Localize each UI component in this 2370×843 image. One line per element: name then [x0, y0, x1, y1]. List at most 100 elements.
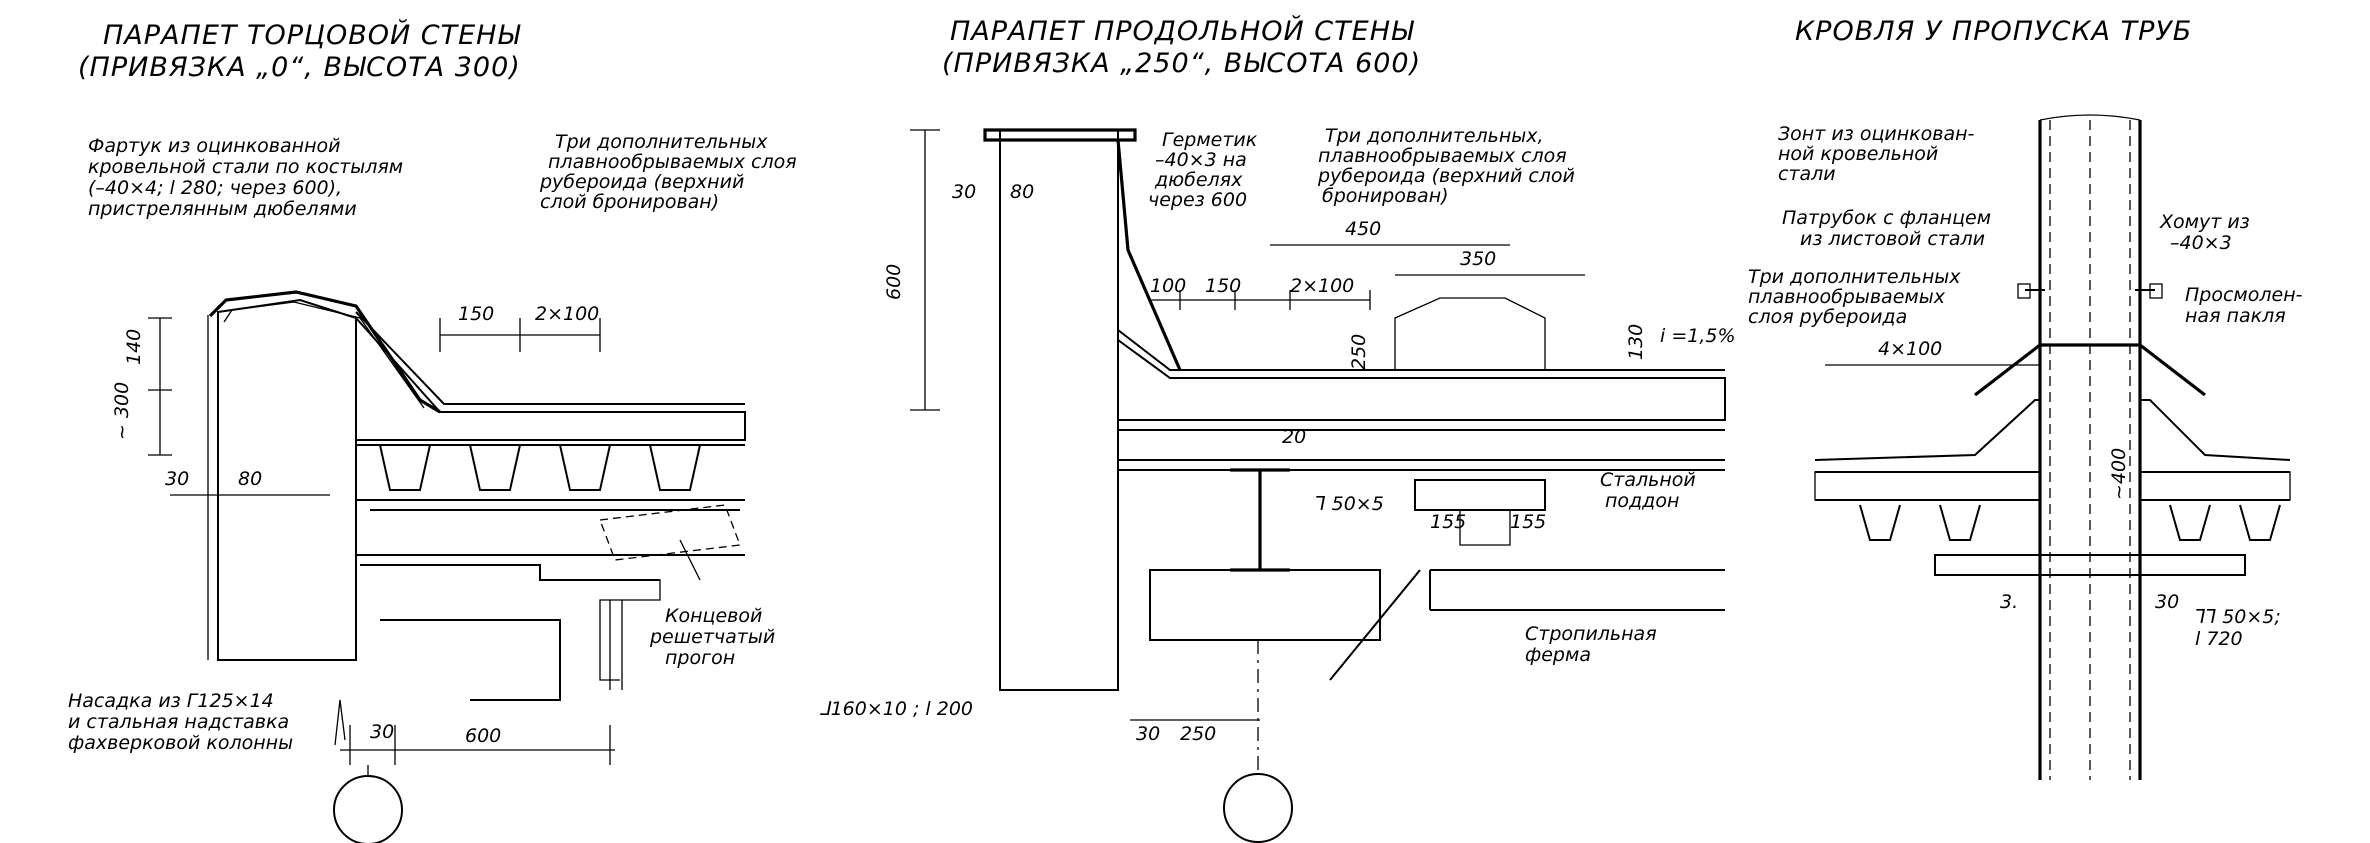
note-roofing-layers-2: Три дополнительных, плавнообрываемых сло…	[1317, 125, 1575, 207]
section-1-title: ПАРАПЕТ ТОРЦОВОЙ СТЕНЫ	[103, 19, 521, 51]
svg-text:плавнообрываемых слоя: плавнообрываемых слоя	[548, 151, 797, 173]
note-flange: Патрубок с фланцем из листовой стали	[1782, 207, 1991, 250]
section-pipe-penetration: КРОВЛЯ У ПРОПУСКА ТРУБ 4×100 ~400 3. 30 …	[1748, 16, 2303, 780]
dim-300: ~ 300	[111, 382, 133, 440]
pipe-insulation	[1814, 471, 2291, 501]
svg-text:Стропильная: Стропильная	[1525, 623, 1657, 645]
dim-4x100: 4×100	[1878, 338, 1942, 360]
dim-100: 100	[1150, 275, 1186, 297]
svg-text:через 600: через 600	[1148, 189, 1247, 211]
dim-130: 130	[1625, 324, 1647, 360]
dim-600: 600	[883, 264, 905, 300]
section-2-title: ПАРАПЕТ ПРОДОЛЬНОЙ СТЕНЫ	[950, 15, 1415, 47]
note-umbrella: Зонт из оцинкован- ной кровельной стали	[1778, 123, 1975, 185]
pipe-centerline	[2049, 120, 2131, 780]
note-steel-pan: Стальной поддон	[1600, 469, 1696, 512]
dim-30: 30	[2155, 591, 2179, 613]
parapet-cap	[983, 128, 1137, 142]
svg-text:Хомут из: Хомут из	[2159, 211, 2250, 233]
dim-155-right: 155	[1510, 511, 1546, 533]
svg-text:Три дополнительных: Три дополнительных	[555, 131, 768, 153]
lattice-purlin	[356, 499, 745, 556]
column-angle	[540, 579, 661, 681]
side-roof-insulation	[1117, 338, 1726, 421]
svg-text:слой бронирован): слой бронирован)	[540, 191, 719, 213]
note-tarred-tow: Просмолен- ная пакля	[2185, 284, 2303, 327]
svg-text:плавнообрываемых: плавнообрываемых	[1748, 286, 1946, 308]
pipe-walls	[2038, 120, 2142, 780]
svg-text:Фартук из оцинкованной: Фартук из оцинкованной	[88, 135, 340, 157]
column-bolts	[609, 600, 623, 690]
note-end-purlin: Концевой решетчатый прогон	[649, 605, 775, 669]
section-1-subtitle: (ПРИВЯЗКА „0“, ВЫСОТА 300)	[78, 52, 521, 83]
dim-line-top	[439, 318, 601, 352]
note-angle-160: ⅃160×10 ; l 200	[820, 698, 973, 720]
dim-80: 80	[238, 468, 262, 490]
svg-text:Три дополнительных: Три дополнительных	[1748, 266, 1961, 288]
note-clamp: Хомут из –40×3	[2159, 211, 2250, 254]
dim-line-bottom	[340, 725, 615, 765]
dim-2x100: 2×100	[535, 303, 599, 325]
steel-pan	[1414, 479, 1546, 511]
dim-250-bottom: 250	[1180, 723, 1216, 745]
roofing-layers	[355, 311, 745, 405]
svg-text:дюбелях: дюбелях	[1154, 169, 1243, 191]
umbrella-cap	[1974, 343, 2206, 397]
dim-600: 600	[465, 725, 501, 747]
dim-30: 30	[165, 468, 189, 490]
dim-400: ~400	[2108, 448, 2130, 500]
svg-text:кровельной стали по костылям: кровельной стали по костылям	[88, 156, 403, 178]
note-column-extension: Насадка из Г125×14 и стальная надставка …	[68, 690, 293, 754]
note-roofing-layers-1: Три дополнительных плавнообрываемых слоя…	[539, 131, 797, 213]
dim-20: 20	[1282, 426, 1306, 448]
section-end-wall-parapet: ПАРАПЕТ ТОРЦОВОЙ СТЕНЫ (ПРИВЯЗКА „0“, ВЫ…	[68, 19, 797, 843]
note-pipe-angle: ⅂⅂ 50×5; l 720	[2195, 606, 2281, 650]
side-wall-masonry	[999, 129, 1119, 691]
svg-text:–40×3: –40×3	[2170, 232, 2232, 254]
pan-drain	[1459, 510, 1511, 546]
svg-text:решетчатый: решетчатый	[649, 626, 775, 648]
roof-insulation	[355, 315, 746, 441]
pipe-deck	[1859, 504, 2281, 541]
note-roofing-layers-3: Три дополнительных плавнообрываемых слоя…	[1748, 266, 1961, 328]
dim-350: 350	[1460, 248, 1496, 270]
pipe-roofing	[1814, 399, 2291, 461]
svg-text:ной кровельной: ной кровельной	[1778, 143, 1938, 165]
svg-text:⅂⅂ 50×5;: ⅂⅂ 50×5;	[2195, 606, 2281, 628]
side-deck	[1118, 429, 1725, 471]
axis-marker-1	[333, 775, 403, 843]
dim-30-bottom: 30	[1136, 723, 1160, 745]
svg-text:бронирован): бронирован)	[1322, 185, 1449, 207]
dim-top-chain	[1150, 290, 1371, 310]
svg-text:Стальной: Стальной	[1600, 469, 1696, 491]
purlin-end-part	[599, 504, 741, 561]
svg-text:Просмолен-: Просмолен-	[2185, 284, 2303, 306]
svg-text:–40×3 на: –40×3 на	[1155, 149, 1247, 171]
truss-diagonal	[1329, 569, 1421, 681]
dim-450: 450	[1345, 218, 1381, 240]
pipe-roof-layers	[1815, 471, 2290, 501]
svg-text:плавнообрываемых слоя: плавнообрываемых слоя	[1318, 145, 1567, 167]
dim-30-bottom: 30	[370, 721, 394, 743]
dim-2x100: 2×100	[1290, 275, 1354, 297]
profiled-steel-deck	[356, 444, 745, 491]
svg-text:Герметик: Герметик	[1162, 129, 1258, 151]
dim-150: 150	[458, 303, 494, 325]
svg-text:прогон: прогон	[665, 647, 735, 669]
dim-250: 250	[1348, 334, 1370, 370]
galvanized-apron	[208, 290, 441, 414]
roof-truss-chord	[1429, 569, 1725, 611]
svg-text:рубероида (верхний: рубероида (верхний	[539, 171, 744, 193]
column-head	[1149, 569, 1381, 641]
apron-inner-line	[223, 301, 425, 409]
section-side-wall-parapet: ПАРАПЕТ ПРОДОЛЬНОЙ СТЕНЫ (ПРИВЯЗКА „250“…	[820, 15, 1736, 843]
svg-text:стали: стали	[1778, 163, 1836, 185]
side-flashing	[1116, 139, 1182, 371]
svg-text:ферма: ферма	[1525, 644, 1591, 666]
svg-text:Насадка из Г125×14: Насадка из Г125×14	[68, 690, 274, 712]
pipe-support-angle	[1934, 554, 2246, 576]
dim-140: 140	[123, 329, 145, 365]
svg-text:из листовой стали: из листовой стали	[1800, 228, 1985, 250]
svg-text:рубероида (верхний слой: рубероида (верхний слой	[1317, 165, 1575, 187]
